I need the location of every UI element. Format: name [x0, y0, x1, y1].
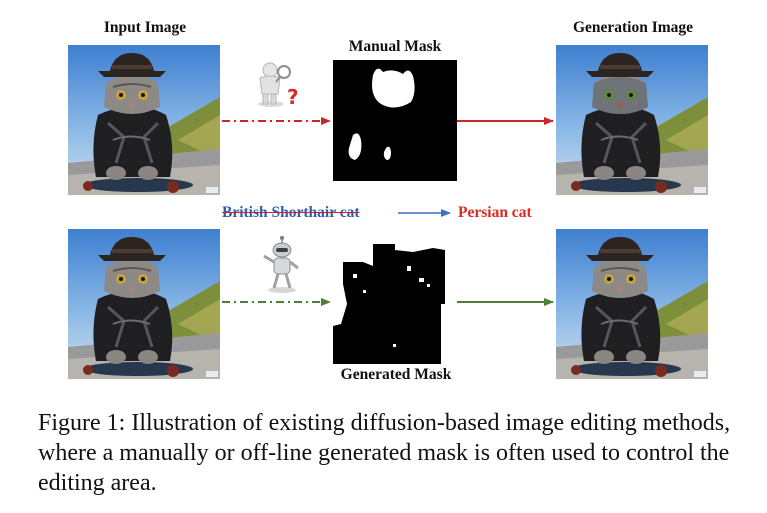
source-class-label: British Shorthair cat — [222, 204, 360, 221]
target-class-label: Persian cat — [458, 204, 532, 221]
manual-mask-label: Manual Mask — [348, 38, 442, 55]
generation-image-label: Generation Image — [572, 19, 694, 36]
generated-mask — [333, 244, 457, 364]
person-with-magnifier-icon — [254, 60, 304, 110]
figure: Input Image Manual Mask Generation Image… — [0, 19, 767, 383]
figure-caption: Figure 1: Illustration of existing diffu… — [38, 410, 731, 496]
input-image-label: Input Image — [103, 19, 187, 36]
edit-instruction: British Shorthair cat Persian cat — [0, 203, 767, 227]
question-mark-icon: ? — [287, 85, 299, 109]
generation-image-top — [556, 45, 708, 195]
robot-icon — [258, 236, 304, 294]
arrows-layer — [222, 117, 554, 306]
generated-mask-label: Generated Mask — [340, 366, 452, 383]
manual-mask — [333, 60, 457, 181]
